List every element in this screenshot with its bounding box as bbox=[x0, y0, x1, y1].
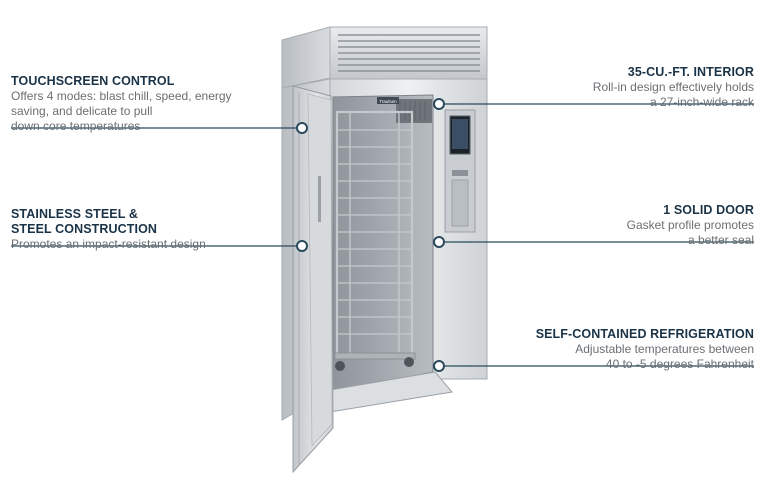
callout-solid-door: 1 SOLID DOOR Gasket profile promotes a b… bbox=[514, 203, 754, 248]
callout-title: SELF-CONTAINED REFRIGERATION bbox=[535, 327, 754, 341]
callout-refrigeration: SELF-CONTAINED REFRIGERATION Adjustable … bbox=[494, 327, 754, 372]
callout-description: Adjustable temperatures between 40 to -5… bbox=[575, 342, 754, 371]
interior-cavity: Traulsen bbox=[332, 94, 434, 393]
rack-caster bbox=[335, 361, 345, 371]
callout-title: STAINLESS STEEL & STEEL CONSTRUCTION bbox=[11, 207, 158, 236]
callout-description: Gasket profile promotes a better seal bbox=[626, 218, 754, 247]
callout-interior: 35-CU.-FT. INTERIOR Roll-in design effec… bbox=[514, 65, 754, 110]
roll-in-rack bbox=[334, 110, 416, 371]
callout-description: Promotes an impact-resistant design bbox=[11, 237, 206, 251]
brand-badge bbox=[377, 97, 399, 104]
marker-door bbox=[433, 236, 445, 248]
callout-description: Offers 4 modes: blast chill, speed, ener… bbox=[11, 89, 232, 133]
door-handle bbox=[318, 176, 321, 222]
top-grille-housing bbox=[281, 26, 488, 89]
callout-title: 35-CU.-FT. INTERIOR bbox=[627, 65, 754, 79]
callout-stainless-steel: STAINLESS STEEL & STEEL CONSTRUCTION Pro… bbox=[11, 207, 251, 252]
callout-title: 1 SOLID DOOR bbox=[663, 203, 754, 217]
brand-badge-text: Traulsen bbox=[379, 99, 397, 104]
marker-touchscreen bbox=[296, 122, 308, 134]
marker-stainless bbox=[296, 240, 308, 252]
callout-touchscreen-control: TOUCHSCREEN CONTROL Offers 4 modes: blas… bbox=[11, 74, 251, 134]
marker-interior bbox=[433, 98, 445, 110]
callout-description: Roll-in design effectively holds a 27-in… bbox=[592, 80, 754, 109]
vent-louvers bbox=[338, 34, 480, 72]
open-door bbox=[292, 85, 334, 474]
touchscreen-glass bbox=[452, 119, 468, 149]
marker-refrigeration bbox=[433, 360, 445, 372]
control-panel bbox=[444, 109, 476, 233]
leader-lines bbox=[11, 103, 754, 367]
rack-caster bbox=[404, 357, 414, 367]
callout-title: TOUCHSCREEN CONTROL bbox=[11, 74, 175, 88]
callout-markers bbox=[296, 98, 445, 372]
